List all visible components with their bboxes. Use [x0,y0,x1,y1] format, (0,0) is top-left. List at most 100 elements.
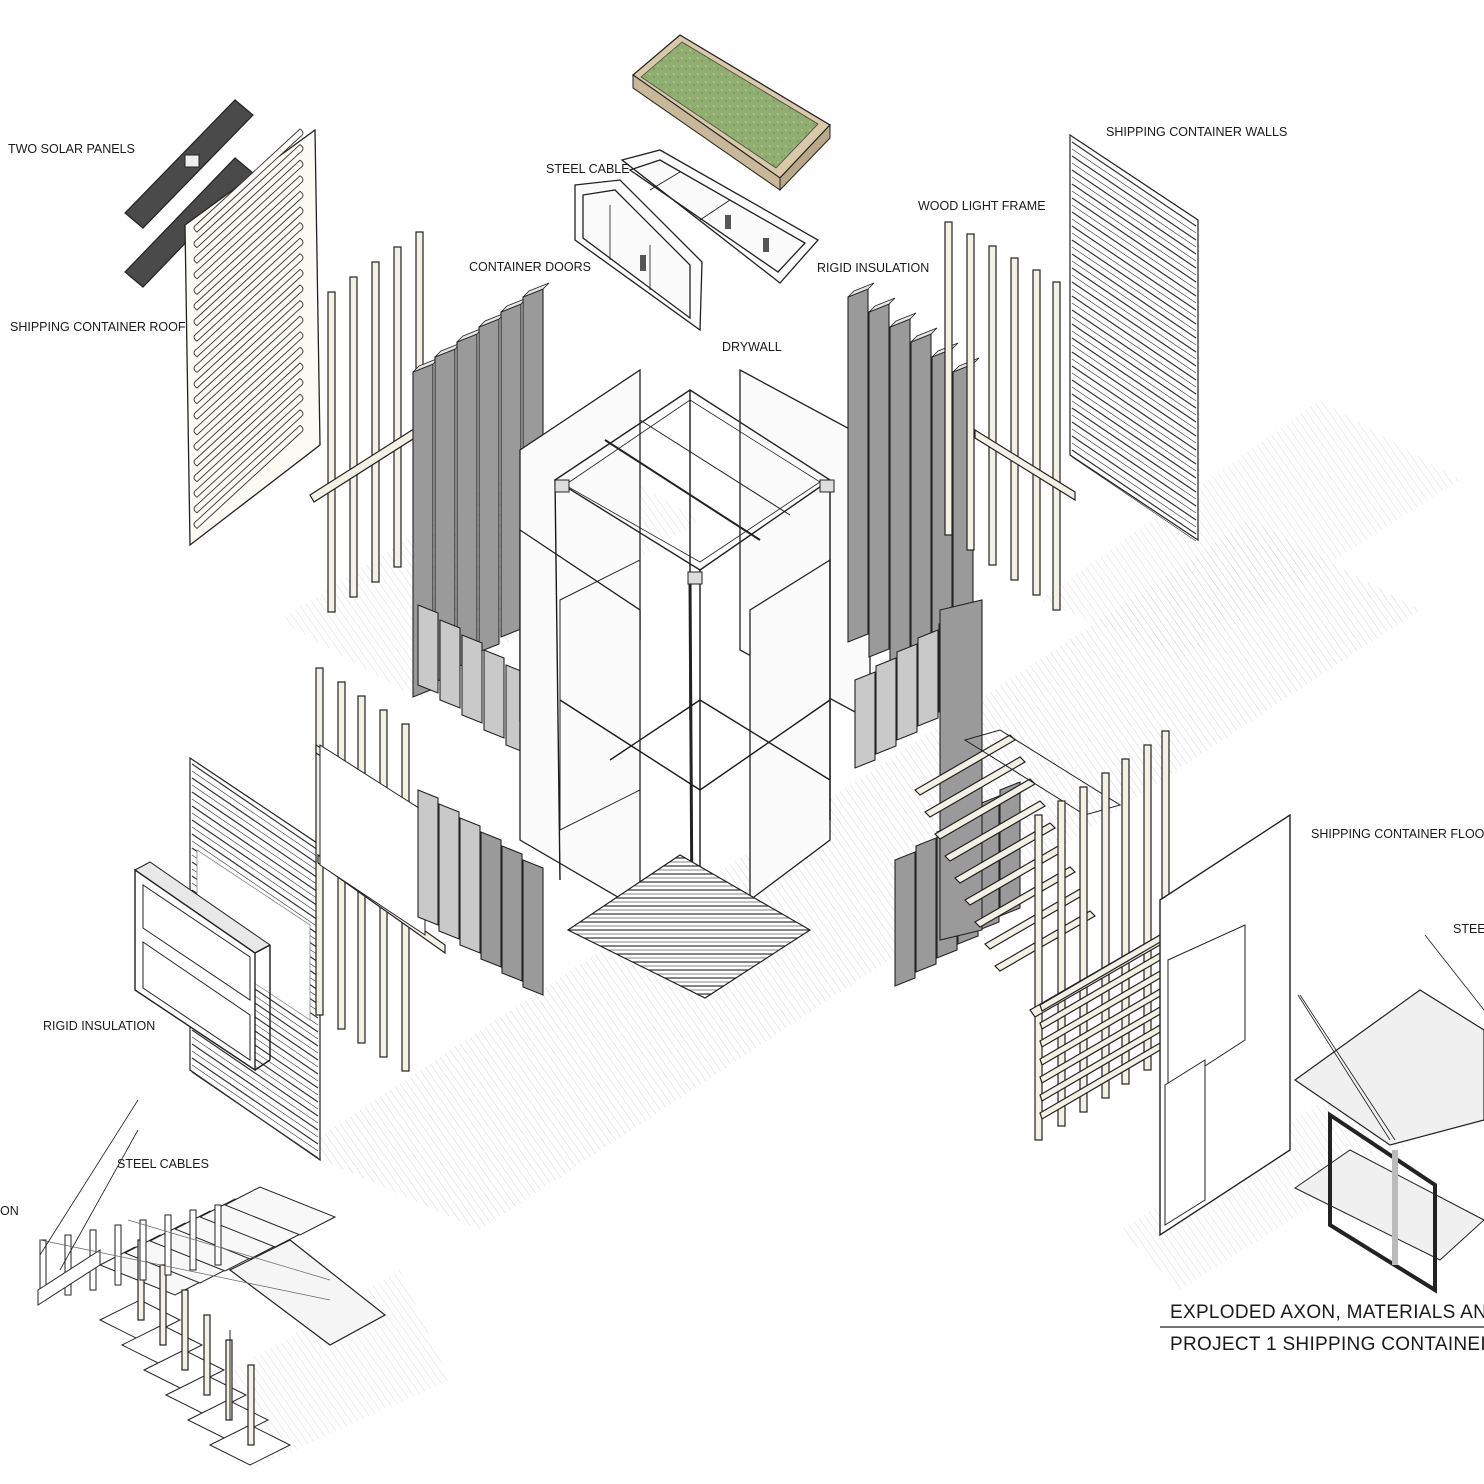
floor-joist [954,822,1056,884]
wall-rib [1071,330,1197,416]
label-shipping-container-roof: SHIPPING CONTAINER ROOF [10,320,186,334]
insulation-board [483,649,505,739]
wall-rib [191,1064,319,1152]
wall-rib [1071,183,1197,269]
label-two-solar-panels: TWO SOLAR PANELS [8,142,135,156]
left-bottom-window-frames [134,861,271,1072]
shipping-container-roof [184,128,321,547]
wall-rib [1071,169,1197,255]
wall-rib [1071,414,1197,500]
insulation-board [847,288,869,643]
wood-stud [327,291,336,613]
stair-post [159,1264,167,1346]
wood-stud [1052,281,1061,611]
wall-rib [191,770,319,858]
roof-rib [193,190,304,295]
wood-stud [1034,814,1043,1141]
insulation-board [417,789,439,926]
wood-stud [966,233,975,551]
label-shipping-container-floor: SHIPPING CONTAINER FLOOR [1311,827,1484,841]
wood-stud [1079,786,1088,1113]
wall-rib [1071,358,1197,444]
insulation-board-top [847,282,875,298]
wall-rib [1071,351,1197,437]
wall-rib [191,819,319,907]
wall-rib [1071,316,1197,402]
wall-rib [1071,218,1197,304]
wall-rib [1071,442,1197,528]
roof-rib [193,206,304,311]
wall-rib [1071,379,1197,465]
title-block: EXPLODED AXON, MATERIALS AN PROJECT 1 SH… [1160,1302,1484,1355]
stair-post [225,1339,233,1421]
stair-post [247,1364,255,1446]
insulation-board [438,803,460,940]
roof-rib [193,144,304,249]
wood-stud [1121,758,1130,1085]
label-on-partial: ON [0,1204,19,1218]
wall-rib [1071,323,1197,409]
wood-stud [349,276,358,598]
wall-rib [1071,295,1197,381]
insulation-board-top [522,282,550,298]
roof-rib [193,175,304,280]
wall-rib [1071,309,1197,395]
wood-stud [1010,257,1019,581]
roof-rib [193,331,304,436]
wood-stud [1057,800,1066,1127]
insulation-board [501,845,523,982]
wall-rib [1071,246,1197,332]
wall-rib [1071,421,1197,507]
wall-rib [191,791,319,879]
wall-rib [1071,225,1197,311]
roof-rib [193,300,304,405]
floor-joist [924,756,1026,818]
label-steel-cable: STEEL CABLE [546,162,630,176]
wall-rib [1071,288,1197,374]
wall-rib [191,1043,319,1131]
label-steel-partial: STEE [1453,922,1484,936]
wall-rib [1071,281,1197,367]
roof-rib [193,159,304,264]
callout-labels: TWO SOLAR PANELS SHIPPING CONTAINER ROOF… [0,125,1484,1218]
wall-rib [1071,239,1197,325]
wall-rib [1071,274,1197,360]
insulation-board [868,303,890,658]
insulation-board [456,333,478,668]
wall-rib [1071,253,1197,339]
stair-post [164,1214,172,1276]
insulation-board-top [910,327,938,343]
floor-joist [914,734,1016,796]
wall-rib [1071,407,1197,493]
wall-rib [191,833,319,921]
drywall-panels [519,368,871,912]
roof-rib [193,222,304,327]
wall-rib [1071,232,1197,318]
roof-rib [193,315,304,420]
insulation-board [500,303,522,638]
wall-rib [191,1029,319,1117]
roof-rib [193,268,304,373]
wall-rib [191,784,319,872]
wood-plate [974,428,1076,502]
wall-rib [191,1071,319,1159]
shipping-container-walls-panel [1069,133,1199,542]
insulation-board [915,837,937,973]
roof-rib [193,378,304,483]
roof-rib [193,284,304,389]
insulation-board [894,851,916,987]
label-wood-light-frame: WOOD LIGHT FRAME [918,199,1046,213]
insulation-board [439,619,461,709]
stair-post [139,1219,147,1281]
insulation-board [417,604,439,694]
insulation-board [896,643,918,741]
wall-rib [1071,176,1197,262]
label-steel-cables: STEEL CABLES [117,1157,209,1171]
wall-rib [191,763,319,851]
shipping-container-floor-panel [1159,813,1291,1237]
wall-rib [1071,267,1197,353]
roof-rib [193,346,304,451]
wood-stud [1143,744,1152,1071]
wall-rib [1071,141,1197,227]
wall-rib [191,1036,319,1124]
